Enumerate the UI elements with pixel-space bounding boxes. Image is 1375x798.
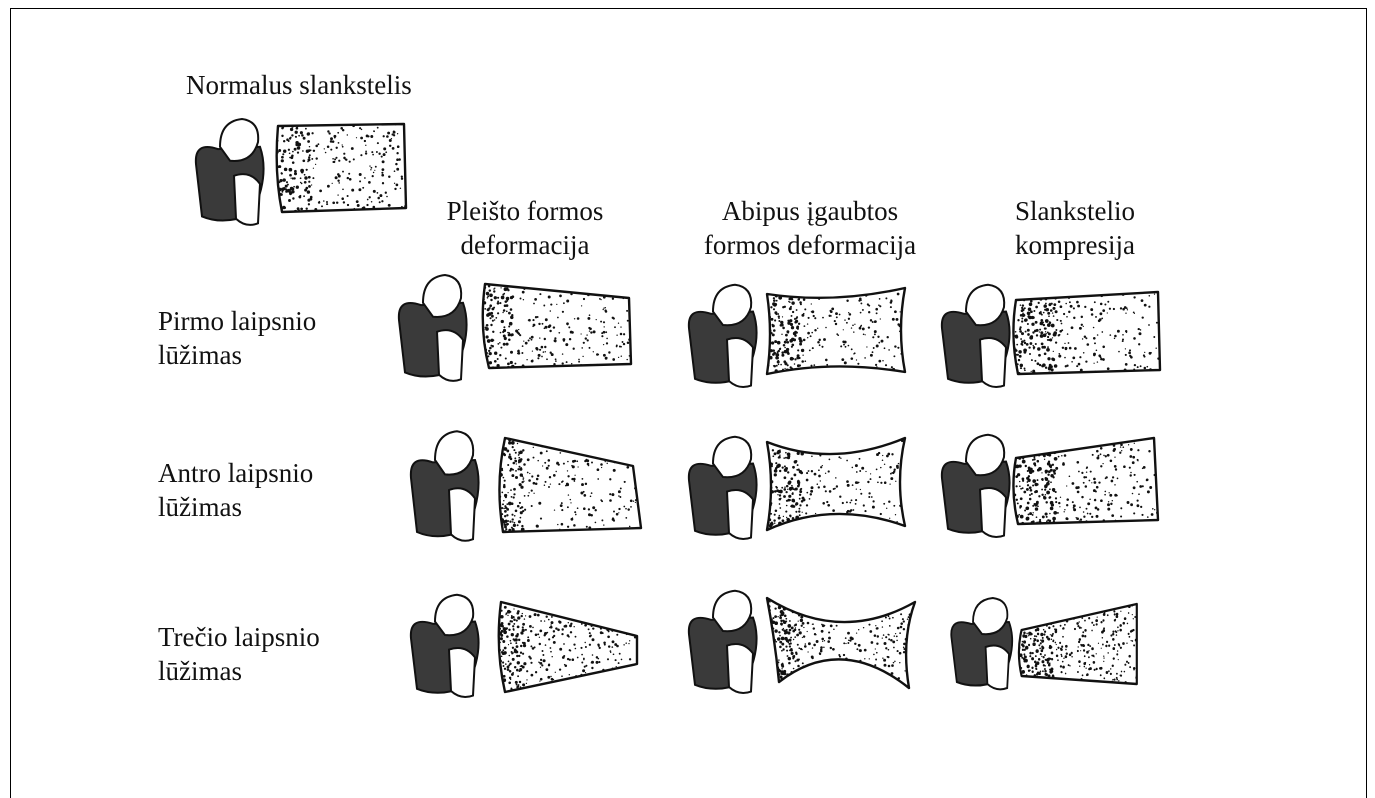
column-header-biconcave-line1: Abipus įgaubtos [680, 194, 940, 228]
vertebra-compression-grade-3 [946, 592, 1166, 692]
articular-process-shape [980, 488, 1006, 537]
articular-process-shape [449, 648, 475, 697]
normal-vertebra-title: Normalus slankstelis [186, 68, 412, 102]
column-header-wedge-line1: Pleišto formos [405, 194, 645, 228]
column-header-compression-line1: Slankstelio [980, 194, 1170, 228]
superior-process-shape [966, 285, 1004, 326]
vertebral-body-shape [767, 438, 905, 530]
vertebra-wedge-grade-2 [405, 424, 647, 544]
vertebra-wedge-grade-1 [393, 268, 645, 384]
superior-process-shape [713, 591, 751, 632]
vertebra-biconcave-grade-3 [683, 584, 919, 696]
articular-process-shape [437, 330, 463, 381]
vertebral-body-shape [499, 602, 637, 692]
column-header-wedge-line2: deformacija [405, 228, 645, 262]
row-label-grade-1-line2: lūžimas [158, 338, 316, 372]
articular-process-shape [727, 490, 753, 539]
column-header-biconcave-line2: formos deformacija [680, 228, 940, 262]
column-header-compression: Slankstelio kompresija [980, 194, 1170, 262]
vertebra-compression-grade-2 [936, 428, 1166, 540]
vertebra-biconcave-grade-2 [683, 430, 913, 542]
superior-process-shape [713, 285, 751, 326]
row-label-grade-2: Antro laipsnio lūžimas [158, 456, 313, 524]
row-label-grade-1: Pirmo laipsnio lūžimas [158, 304, 316, 372]
articular-process-shape [727, 338, 753, 387]
column-header-biconcave: Abipus įgaubtos formos deformacija [680, 194, 940, 262]
column-header-wedge: Pleišto formos deformacija [405, 194, 645, 262]
superior-process-shape [966, 435, 1004, 476]
vertebra-biconcave-grade-1 [683, 278, 913, 390]
superior-process-shape [435, 431, 473, 474]
normal-vertebra-drawing [190, 112, 412, 228]
vertebra-compression-grade-1 [936, 278, 1166, 390]
row-label-grade-2-line1: Antro laipsnio [158, 456, 313, 490]
row-label-grade-1-line1: Pirmo laipsnio [158, 304, 316, 338]
articular-process-shape [986, 646, 1009, 690]
vertebral-body-shape [483, 284, 631, 368]
articular-process-shape [980, 338, 1006, 387]
row-label-grade-2-line2: lūžimas [158, 490, 313, 524]
row-label-grade-3-line2: lūžimas [158, 654, 320, 688]
vertebra-wedge-grade-3 [405, 588, 645, 700]
superior-process-shape [713, 437, 751, 478]
superior-process-shape [435, 595, 473, 636]
superior-process-shape [973, 598, 1007, 634]
articular-process-shape [234, 174, 260, 225]
column-header-compression-line2: kompresija [980, 228, 1170, 262]
articular-process-shape [449, 488, 475, 541]
superior-process-shape [220, 119, 258, 161]
superior-process-shape [423, 275, 461, 317]
row-label-grade-3-line1: Trečio laipsnio [158, 620, 320, 654]
articular-process-shape [727, 644, 753, 693]
row-label-grade-3: Trečio laipsnio lūžimas [158, 620, 320, 688]
